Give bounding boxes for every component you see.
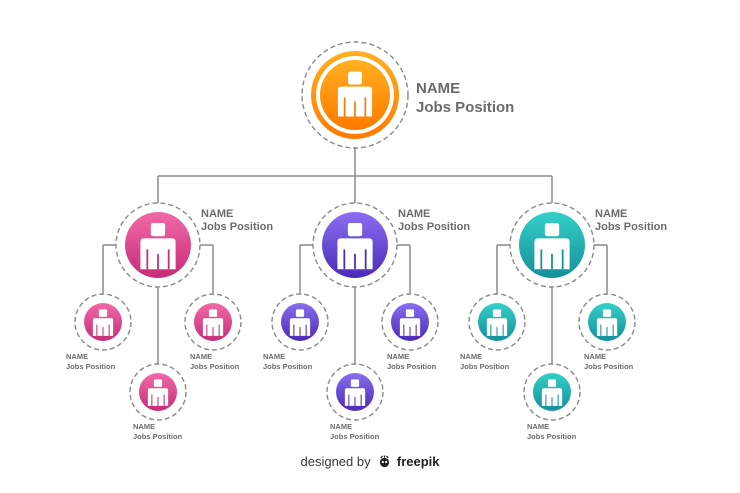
report-node — [578, 293, 636, 351]
person-icon — [486, 309, 508, 336]
node-position: Jobs Position — [398, 221, 470, 233]
footer-credit: designed by freepik — [0, 454, 740, 469]
person-icon — [344, 379, 366, 406]
person-icon — [92, 309, 114, 336]
node-position: Jobs Position — [387, 362, 437, 371]
person-icon — [140, 223, 176, 270]
node-name: NAME — [584, 352, 606, 361]
freepik-logo-icon — [380, 455, 390, 468]
root-label: NAME Jobs Position — [416, 80, 514, 116]
person-icon — [337, 71, 373, 117]
node-name: NAME — [460, 352, 482, 361]
person-icon — [337, 223, 373, 270]
node-position: Jobs Position — [133, 432, 183, 441]
node-position: Jobs Position — [460, 362, 510, 371]
person-icon — [541, 379, 563, 406]
report-node — [129, 363, 187, 421]
node-name: NAME — [416, 80, 460, 97]
node-name: NAME — [595, 208, 627, 220]
report-node — [271, 293, 329, 351]
report-node — [326, 363, 384, 421]
node-position: Jobs Position — [527, 432, 577, 441]
node-position: Jobs Position — [190, 362, 240, 371]
person-icon — [289, 309, 311, 336]
footer-prefix: designed by — [300, 454, 371, 469]
report-node — [184, 293, 242, 351]
node-name: NAME — [263, 352, 285, 361]
node-position: Jobs Position — [330, 432, 380, 441]
person-icon — [596, 309, 618, 336]
manager-node — [312, 202, 398, 288]
footer-brand: freepik — [396, 454, 440, 469]
report-node — [468, 293, 526, 351]
node-position: Jobs Position — [584, 362, 634, 371]
node-name: NAME — [66, 352, 88, 361]
node-name: NAME — [190, 352, 212, 361]
manager-node — [509, 202, 595, 288]
node-position: Jobs Position — [201, 221, 273, 233]
node-position: Jobs Position — [263, 362, 313, 371]
report-node — [381, 293, 439, 351]
person-icon — [534, 223, 570, 270]
node-name: NAME — [527, 422, 549, 431]
node-position: Jobs Position — [595, 221, 667, 233]
node-name: NAME — [398, 208, 430, 220]
node-name: NAME — [133, 422, 155, 431]
node-name: NAME — [387, 352, 409, 361]
report-node — [74, 293, 132, 351]
node-position: Jobs Position — [66, 362, 116, 371]
person-icon — [399, 309, 421, 336]
root-node — [301, 41, 409, 149]
node-name: NAME — [330, 422, 352, 431]
person-icon — [202, 309, 224, 336]
person-icon — [147, 379, 169, 406]
manager-node — [115, 202, 201, 288]
node-name: NAME — [201, 208, 233, 220]
node-position: Jobs Position — [416, 99, 514, 116]
report-node — [523, 363, 581, 421]
